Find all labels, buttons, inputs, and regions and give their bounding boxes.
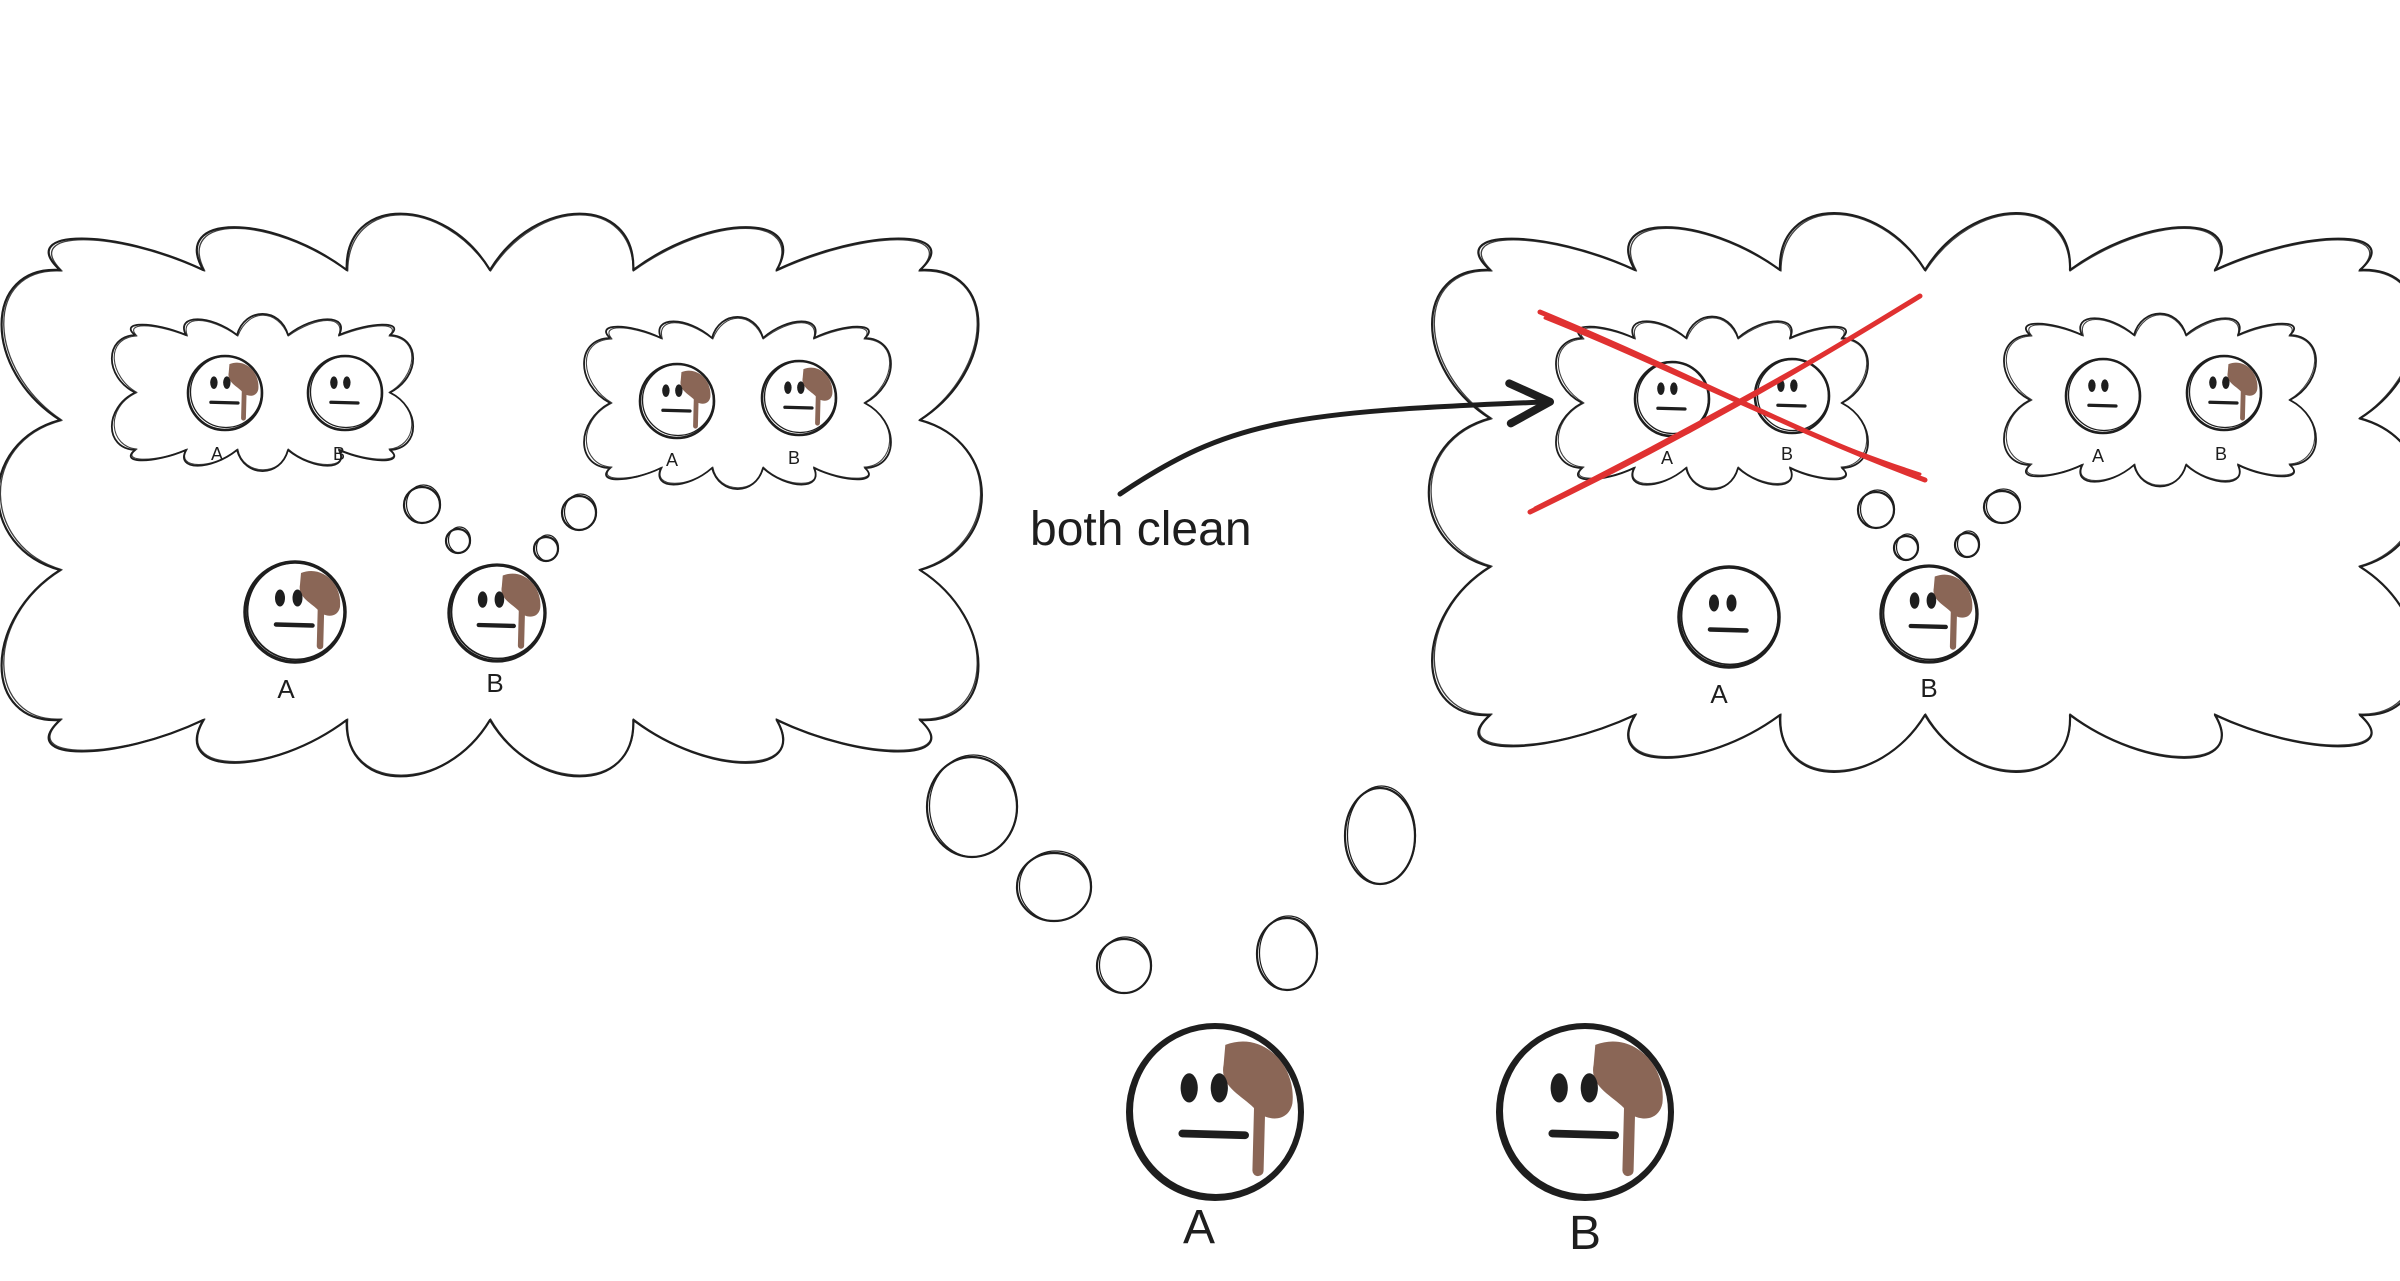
right-nested-b-face-b [2185,354,2263,432]
eye-left [1657,382,1665,395]
eye-left [330,376,338,389]
eye-right [494,591,505,608]
eye-right [2222,376,2230,389]
mouth [209,400,240,405]
left-nested-b-face-b [760,359,838,437]
eye-right [1670,382,1678,395]
right-nested-b-face-b-label: B [2215,444,2227,464]
mud-splat [1933,574,1973,650]
mouth [1707,627,1749,633]
mud-splat [299,571,341,650]
mud-splat [501,573,541,649]
mud-splat [680,370,711,429]
right-thought-face-b-label: B [1920,673,1937,703]
right-nested-cloud-b [2003,312,2317,488]
right-thought-cloud [1427,212,2400,773]
right-nested-a-face-b-label: B [1781,444,1793,464]
mud-splat [228,362,259,421]
eye-right [1580,1073,1598,1103]
child-a-label: A [1183,1201,1215,1254]
right-thought-face-a-label: A [1710,679,1728,709]
mud-splat [1593,1041,1663,1177]
eye-left [2209,376,2217,389]
eye-left [784,381,792,394]
mouth [1656,406,1687,411]
right-nested-b-face-a [2064,357,2142,435]
mouth [1908,623,1948,630]
left-nested-cloud-b [583,316,892,490]
left-nested-a-face-b [306,354,384,432]
eye-right [343,376,351,389]
left-nested-cloud-a [111,313,414,472]
eye-right [2101,379,2109,392]
mouth [273,622,315,628]
eye-left [210,376,218,389]
thought-bubble-trail [402,484,2022,995]
mouth [1548,1129,1619,1140]
mouth [1178,1129,1249,1140]
mouth [476,622,516,629]
left-nested-a-face-a-label: A [211,444,223,464]
right-thought-face-b [1879,564,1979,664]
eye-right [1210,1073,1228,1103]
eye-left [1180,1073,1198,1103]
mud-splat [802,367,833,426]
mouth [2208,400,2239,405]
eye-right [675,384,683,397]
mouth [1776,403,1807,408]
mouth [2087,403,2118,408]
child-b-label: B [1569,1207,1601,1260]
right-nested-cloud-a [1555,315,1869,491]
right-nested-b-face-a-label: A [2092,446,2104,466]
child-b-face [1495,1022,1675,1202]
eye-right [1790,379,1798,392]
eye-right [292,589,303,607]
eye-left [1709,594,1719,612]
mouth [329,400,360,405]
mud-splat [1223,1041,1293,1177]
faces-layer [186,354,2263,1202]
eye-right [797,381,805,394]
right-nested-a-face-a-label: A [1661,448,1673,468]
left-thought-face-a [243,560,347,664]
eye-right [1926,592,1937,609]
right-thought-face-a [1677,565,1781,669]
eye-right [223,376,231,389]
mouth [661,408,692,413]
left-nested-a-face-a [186,354,264,432]
mouth [783,405,814,410]
eye-right [1726,594,1737,612]
left-nested-a-face-b-label: B [333,444,345,464]
left-thought-face-b [447,563,547,663]
eye-left [1550,1073,1568,1103]
cross-out-mark [1527,293,1928,515]
left-nested-b-face-a [638,362,716,440]
eye-left [477,591,488,608]
left-thought-cloud [0,212,983,778]
arrow-label: both clean [1030,503,1252,556]
mud-splat [2227,362,2258,421]
left-nested-b-face-a-label: A [666,450,678,470]
arrow [1117,379,1554,497]
child-a-face [1125,1022,1305,1202]
left-thought-face-a-label: A [277,674,295,704]
left-nested-b-face-b-label: B [788,448,800,468]
eye-left [275,589,285,607]
eye-left [662,384,670,397]
left-thought-face-b-label: B [486,668,503,698]
eye-left [2088,379,2096,392]
eye-left [1909,592,1920,609]
